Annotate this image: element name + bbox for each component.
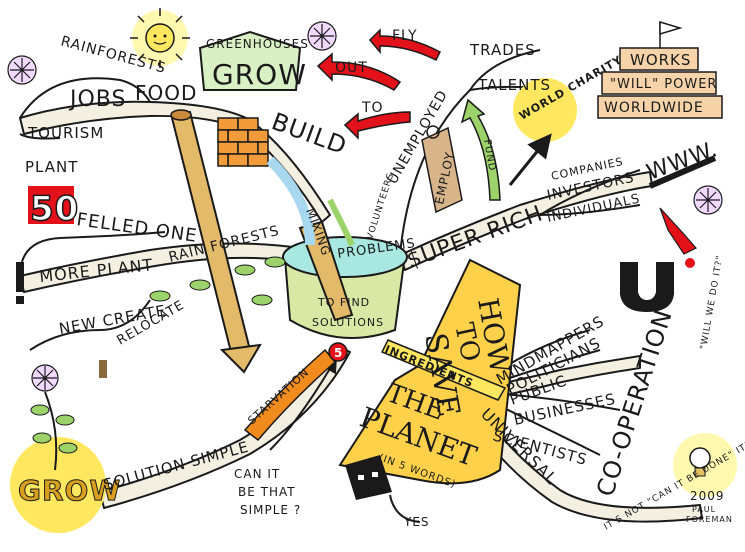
exclamation-icons — [16, 207, 697, 378]
label-felled-one: FELLED ONE — [75, 209, 198, 247]
label-to-arrow: TO — [361, 100, 384, 116]
label-jobs: JOBS — [68, 87, 126, 112]
label-can-it: CAN IT — [234, 467, 280, 481]
label-volunteers: VOLUNTEERS — [365, 171, 396, 240]
to-arrow-icon — [343, 111, 411, 140]
leaves — [149, 256, 286, 306]
label-author-last: FOREMAN — [686, 515, 733, 524]
label-food: FOOD — [135, 81, 197, 105]
out-arrow-icon — [316, 52, 402, 91]
label-to-find: TO FIND — [317, 296, 370, 309]
grow-plant-bottom-left — [10, 391, 106, 533]
label-fifty: 50 — [30, 189, 79, 229]
label-solutions: SOLUTIONS — [312, 316, 384, 329]
mixing-bowl — [266, 156, 408, 339]
label-talents: TALENTS — [477, 76, 551, 94]
label-plant: PLANT — [25, 158, 78, 176]
greenhouse-icon — [198, 30, 302, 91]
world-charity-badge — [508, 78, 577, 186]
lightbulb-icon — [673, 433, 737, 497]
label-simple-q: SIMPLE ? — [240, 503, 301, 517]
starvation-ribbon — [243, 342, 348, 442]
label-grow-top: GROW — [212, 58, 307, 91]
signpost-icon — [597, 20, 723, 119]
big-u-icon — [620, 262, 674, 312]
label-year: 2009 — [690, 489, 725, 503]
red-arrows — [316, 28, 441, 140]
label-fly: FLY — [392, 28, 418, 44]
label-five-badge: 5 — [334, 346, 343, 360]
brick-wall-icon — [217, 117, 269, 167]
label-out: OUT — [335, 60, 368, 76]
label-greenhouses: GREENHOUSES — [206, 37, 309, 51]
label-grow-bottom: GROW — [18, 474, 121, 507]
flower-icon-bottom-left — [31, 364, 59, 392]
label-author-first: PAUL — [692, 505, 716, 514]
fifty-block — [28, 186, 74, 224]
label-trades: TRADES — [469, 41, 536, 59]
flower-icon-top-left — [7, 55, 37, 85]
employ-tag — [421, 125, 463, 214]
www-underline — [648, 155, 717, 189]
label-tourism: TOURISM — [27, 124, 104, 142]
fly-arrow-icon — [368, 28, 441, 62]
sign-works: WORKS — [630, 51, 691, 69]
fund-arrow-icon — [460, 98, 501, 201]
label-yes: YES — [403, 515, 430, 529]
flower-icon-top — [307, 21, 337, 51]
label-www: WWW. — [644, 137, 722, 186]
ingredients-ribbon — [380, 339, 507, 401]
red-exclamation-icon — [659, 207, 697, 255]
label-will-we: "WILL WE DO IT?" — [699, 254, 726, 350]
label-be-that: BE THAT — [238, 485, 296, 499]
sign-worldwide: WORLDWIDE — [604, 100, 704, 116]
wooden-stick — [170, 109, 262, 374]
sun-icon — [130, 8, 190, 68]
sign-will-power: "WILL" POWER — [610, 77, 717, 92]
flower-icon-right — [693, 185, 723, 215]
